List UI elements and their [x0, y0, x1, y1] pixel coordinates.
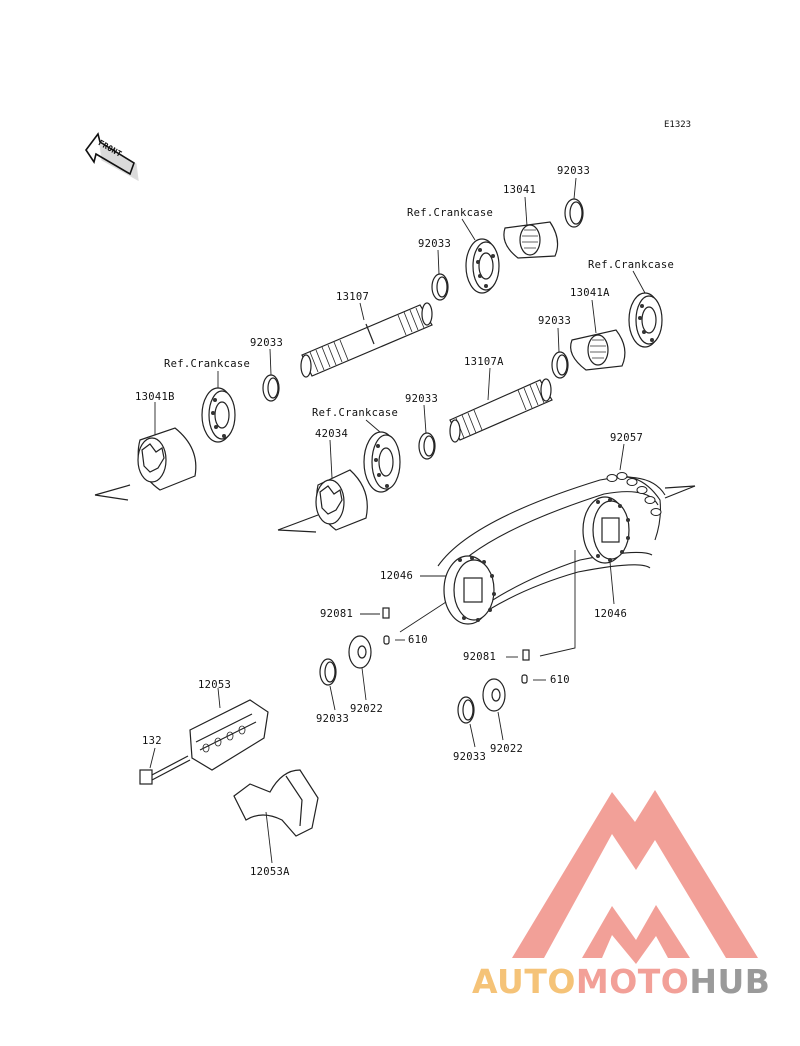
- label-132: 132: [142, 735, 162, 747]
- label-92033: 92033: [316, 713, 350, 725]
- cam-13041b: [94, 427, 197, 501]
- circlip-92033-b: [431, 273, 449, 301]
- circlip-92033-e: [418, 432, 436, 460]
- label-12053a: 12053A: [250, 866, 290, 878]
- circlip-92033-d: [262, 374, 280, 402]
- cam-42034: [277, 469, 368, 533]
- label-13041a: 13041A: [570, 287, 610, 299]
- diagram-code: E1323: [664, 120, 692, 130]
- circlip-92033-top: [564, 198, 584, 228]
- pin-610-left: [383, 635, 390, 645]
- chain-guide-12053: [189, 699, 269, 771]
- label-92033: 92033: [250, 337, 284, 349]
- label-13107: 13107: [336, 291, 370, 303]
- label-13107a: 13107A: [464, 356, 504, 368]
- circlip-92033-f: [319, 658, 337, 686]
- label-ref-crankcase: Ref.Crankcase: [588, 259, 675, 271]
- front-arrow-icon: [85, 132, 139, 182]
- label-92033: 92033: [405, 393, 439, 405]
- label-ref-crankcase: Ref.Crankcase: [164, 358, 251, 370]
- watermark-logo-icon: [512, 790, 758, 964]
- label-92081: 92081: [320, 608, 354, 620]
- washer-92022-left: [348, 635, 372, 669]
- label-12053: 12053: [198, 679, 232, 691]
- shaft-13107: [300, 302, 433, 378]
- sprocket-12046-left: [443, 555, 496, 625]
- shaft-13107a: [449, 378, 553, 443]
- label-610: 610: [550, 674, 570, 686]
- bolt-92081-right: [522, 649, 530, 661]
- label-92033: 92033: [538, 315, 572, 327]
- bearing-top: [465, 238, 500, 294]
- bearing-left: [201, 387, 236, 443]
- label-92057: 92057: [610, 432, 644, 444]
- label-92033: 92033: [557, 165, 591, 177]
- damper-13041: [503, 221, 559, 259]
- watermark-brand: AUTOMOTOHUB: [472, 962, 770, 1002]
- leader-lines: [149, 177, 646, 864]
- label-92022: 92022: [490, 743, 524, 755]
- washer-92022-right: [482, 678, 506, 712]
- label-ref-crankcase: Ref.Crankcase: [407, 207, 494, 219]
- bearing-mid: [363, 431, 401, 493]
- circlip-92033-g: [457, 696, 475, 724]
- bearing-right: [628, 292, 663, 348]
- brand-hub: HUB: [689, 962, 771, 1001]
- label-610: 610: [408, 634, 428, 646]
- label-12046: 12046: [594, 608, 628, 620]
- brand-auto: AUTO: [472, 962, 576, 1001]
- label-13041b: 13041B: [135, 391, 175, 403]
- brand-moto: MOTO: [575, 962, 690, 1001]
- label-92033: 92033: [453, 751, 487, 763]
- label-92081: 92081: [463, 651, 497, 663]
- label-92033: 92033: [418, 238, 452, 250]
- chain-guide-12053a: [233, 769, 319, 837]
- label-92022: 92022: [350, 703, 384, 715]
- bolt-92081-left: [382, 607, 390, 619]
- bolt-132: [139, 755, 191, 785]
- sprocket-12046-right: [582, 496, 630, 564]
- label-12046: 12046: [380, 570, 414, 582]
- label-ref-crankcase: Ref.Crankcase: [312, 407, 399, 419]
- label-42034: 42034: [315, 428, 349, 440]
- damper-13041a: [570, 329, 626, 371]
- pin-610-right: [521, 674, 528, 684]
- circlip-92033-c: [551, 351, 569, 379]
- label-13041: 13041: [503, 184, 537, 196]
